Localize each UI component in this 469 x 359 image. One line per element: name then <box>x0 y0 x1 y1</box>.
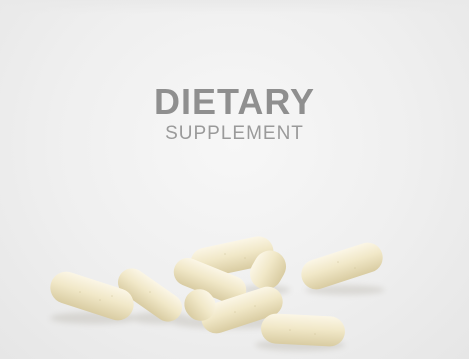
capsule <box>301 242 383 290</box>
label-block: DIETARY SUPPLEMENT <box>0 82 469 146</box>
capsule <box>50 271 134 321</box>
top-edge-shadow <box>0 0 469 14</box>
capsule <box>117 268 183 322</box>
title-text: DIETARY <box>153 81 315 122</box>
capsule <box>201 286 283 334</box>
capsule <box>184 289 216 321</box>
capsule <box>250 250 286 290</box>
capsule <box>173 258 247 304</box>
subtitle-text: SUPPLEMENT <box>165 123 304 144</box>
capsule <box>261 313 345 347</box>
